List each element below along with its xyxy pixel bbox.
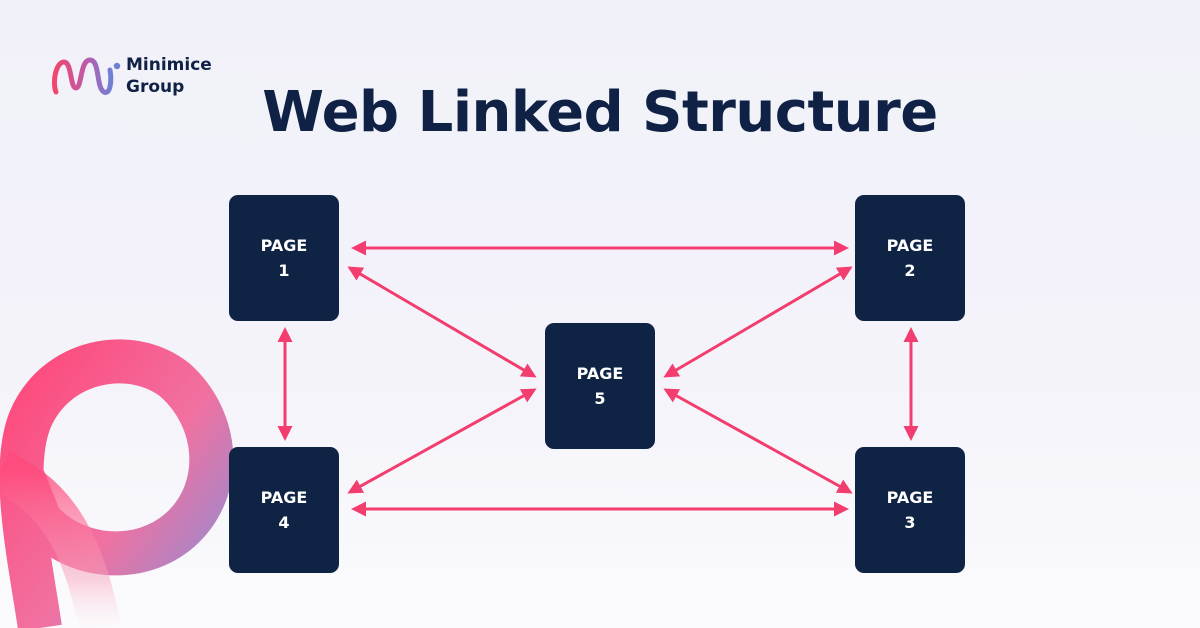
page-node-3[interactable]: PAGE 3 <box>855 447 965 573</box>
page-node-label: PAGE <box>886 488 934 507</box>
link-arrow-page1-page5 <box>347 266 537 378</box>
page-node-1[interactable]: PAGE 1 <box>229 195 339 321</box>
link-arrow-page4-page5 <box>347 388 537 494</box>
page-node-number: 4 <box>278 513 290 532</box>
page-node-5[interactable]: PAGE 5 <box>545 323 655 449</box>
page-node-label: PAGE <box>260 488 308 507</box>
brand-name-line2: Group <box>126 77 185 97</box>
page-node-4[interactable]: PAGE 4 <box>229 447 339 573</box>
page-node-number: 1 <box>278 261 290 280</box>
page-node-2[interactable]: PAGE 2 <box>855 195 965 321</box>
page-node-label: PAGE <box>576 364 624 383</box>
brand-name-line1: Minimice <box>126 55 212 75</box>
link-arrow-page3-page5 <box>663 388 853 494</box>
link-arrow-page2-page5 <box>663 266 853 378</box>
page-node-number: 5 <box>594 389 606 408</box>
minimice-logo-icon <box>51 57 121 95</box>
brand-logo[interactable]: Minimice Group <box>50 52 212 100</box>
page-node-number: 3 <box>904 513 916 532</box>
page-title: Web Linked Structure <box>262 80 938 145</box>
links-layer <box>277 240 919 517</box>
page-node-number: 2 <box>904 261 916 280</box>
page-node-label: PAGE <box>886 236 934 255</box>
page-node-label: PAGE <box>260 236 308 255</box>
